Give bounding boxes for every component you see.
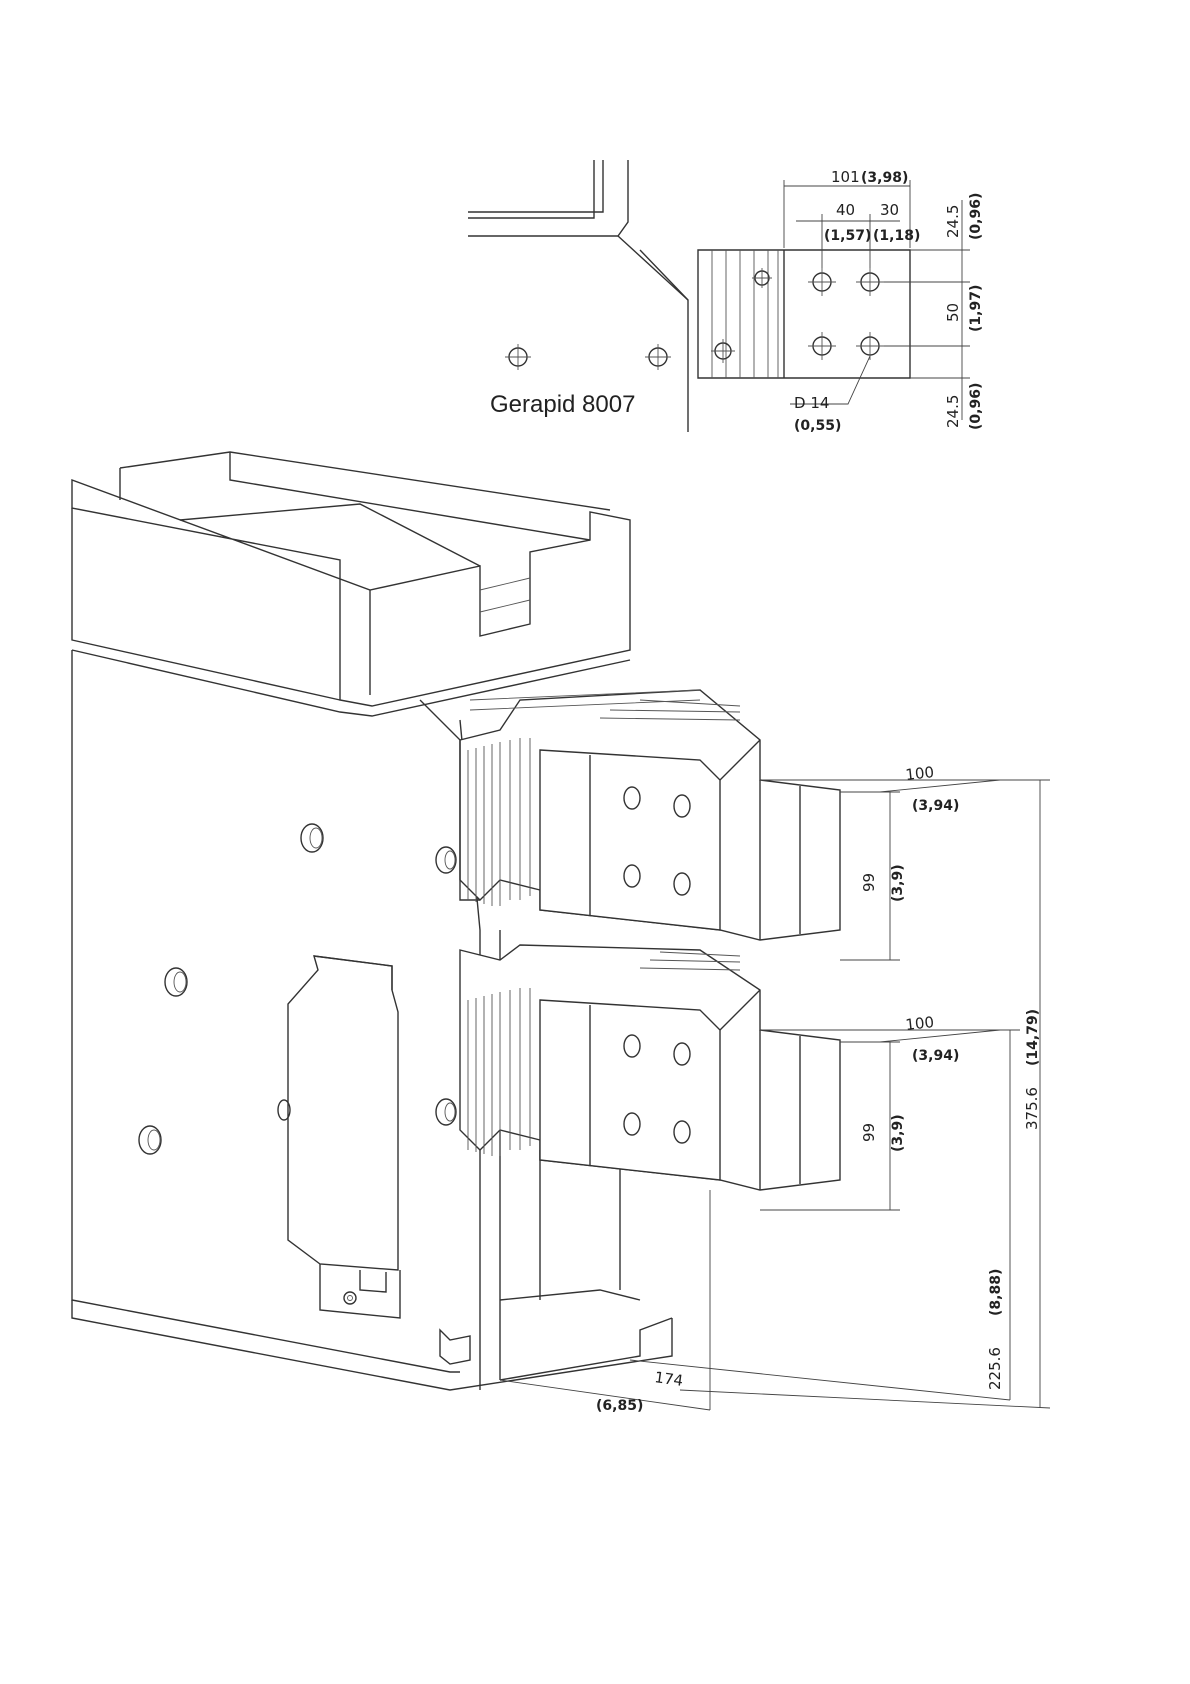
body-hole [165, 968, 187, 996]
terminal-hole [808, 332, 836, 360]
dim-width-total-in: (3,98) [861, 170, 908, 186]
dim-front-offset: 174 [653, 1368, 684, 1390]
dim-total-height-in: (14,79) [1025, 1009, 1041, 1066]
mounting-hole [711, 339, 735, 363]
dim-width-total: 101 [831, 168, 860, 186]
terminal-hole [808, 268, 836, 296]
lower-terminal [460, 945, 840, 1190]
upper-terminal [420, 690, 840, 940]
dim-front-offset-in: (6,85) [596, 1398, 643, 1414]
dim-lower-depth-in: (3,94) [912, 1048, 959, 1064]
dim-lower-height: 99 [860, 1123, 878, 1142]
terminal-hole [856, 268, 884, 296]
title-label: Gerapid 8007 [490, 391, 635, 418]
dim-top-margin-in: (0,96) [968, 193, 984, 240]
dim-upper-height-in: (3,9) [890, 864, 906, 902]
dim-upper-depth-in: (3,94) [912, 798, 959, 814]
body-hole [301, 824, 323, 852]
dim-lower-depth: 100 [905, 1013, 935, 1034]
top-cover [72, 452, 630, 716]
dim-bottom-margin: 24.5 [944, 395, 962, 428]
terminal-hole [856, 332, 884, 360]
dim-hole-offset: 40 [836, 201, 855, 219]
body-hole [139, 1126, 161, 1154]
dim-hole-spacing: 30 [880, 201, 899, 219]
dim-hole-offset-in: (1,57) [824, 228, 871, 244]
isometric-view: 100 (3,94) 99 (3,9) 100 (3,94) 99 (3,9) … [72, 452, 1050, 1414]
dim-hole-diameter-in: (0,55) [794, 418, 841, 434]
dim-hole-spacing-in: (1,18) [873, 228, 920, 244]
detail-view: Gerapid 8007 101 (3,98) 40 30 (1,57) (1,… [468, 160, 984, 434]
mounting-hole [505, 344, 531, 370]
mounting-hole [645, 344, 671, 370]
dim-top-margin: 24.5 [944, 205, 962, 238]
side-handle [288, 956, 400, 1318]
dim-total-height: 375.6 [1023, 1087, 1041, 1130]
body-hole [436, 1099, 456, 1125]
dim-lower-offset-in: (8,88) [988, 1269, 1004, 1316]
dim-hole-diameter: D 14 [794, 394, 829, 412]
dim-lower-offset: 225.6 [986, 1347, 1004, 1390]
dim-upper-depth: 100 [905, 763, 935, 784]
dim-hole-pitch: 50 [944, 303, 962, 322]
mounting-hole [752, 268, 772, 288]
dim-bottom-margin-in: (0,96) [968, 383, 984, 430]
dim-lower-height-in: (3,9) [890, 1114, 906, 1152]
body-hole [436, 847, 456, 873]
dim-hole-pitch-in: (1,97) [968, 285, 984, 332]
dim-upper-height: 99 [860, 873, 878, 892]
